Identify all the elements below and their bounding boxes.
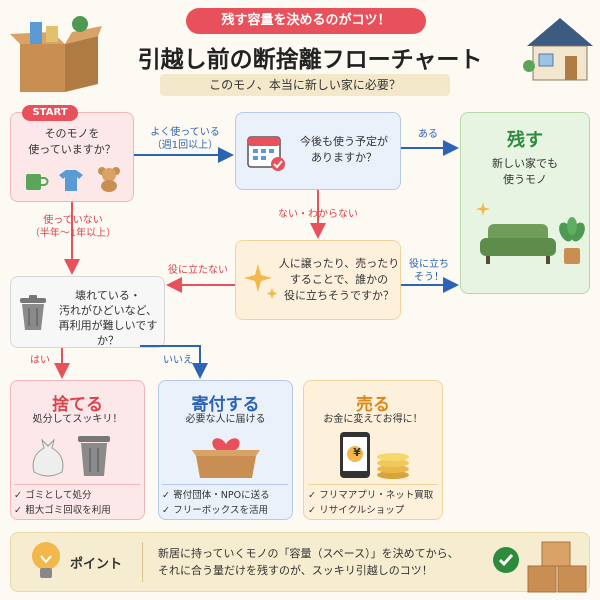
lightbulb-icon xyxy=(32,542,60,578)
teddy-bear-icon xyxy=(98,167,120,192)
label-plan-yes: ある xyxy=(418,129,438,140)
label-plan-no: ない・わからない xyxy=(278,209,358,220)
sell-options: フリマアプリ・ネット買取 リサイクルショップ xyxy=(308,484,438,518)
plant-icon xyxy=(559,217,585,264)
sparkle-icon xyxy=(244,264,278,299)
donate-option: 寄付団体・NPOに送る xyxy=(162,488,288,503)
check-circle-icon xyxy=(493,547,519,573)
coin-stack-icon xyxy=(377,453,409,479)
keep-description: 新しい家でも 使うモノ xyxy=(492,157,558,186)
throw-description: 処分してスッキリ！ xyxy=(32,414,123,425)
smartphone-icon xyxy=(340,432,370,478)
tshirt-icon xyxy=(59,170,83,191)
header-tagline: 残す容量を決めるのがコツ！ xyxy=(186,8,426,34)
sell-description: お金に変えてお得に！ xyxy=(323,414,423,425)
point-label: ポイント xyxy=(70,557,123,572)
label-no: いいえ xyxy=(163,355,193,366)
label-not-useful: 役に立たない xyxy=(168,265,228,276)
trash-bin-icon xyxy=(78,436,110,476)
sell-title: 売る xyxy=(356,395,390,415)
label-useful: 役に立ち そう！ xyxy=(409,259,449,283)
page-subtitle: このモノ、本当に新しい家に必要？ xyxy=(160,74,450,96)
start-tag: START xyxy=(22,105,78,121)
stacked-boxes-icon xyxy=(527,541,587,593)
donate-title: 寄付する xyxy=(191,395,260,415)
label-not-used: 使っていない （半年〜1年以上） xyxy=(29,215,117,239)
sell-option: リサイクルショップ xyxy=(308,503,438,518)
donate-description: 必要な人に届ける xyxy=(185,414,266,425)
calendar-icon xyxy=(247,136,285,171)
moving-box-icon xyxy=(10,16,102,92)
label-used: よく使っている （週1回以上） xyxy=(150,127,220,151)
useful-question: 人に譲ったり、売ったり することで、誰かの 役に立ちそうですか？ xyxy=(278,257,400,302)
keep-title: 残す xyxy=(507,130,543,151)
sell-option: フリマアプリ・ネット買取 xyxy=(308,488,438,503)
broken-question-box xyxy=(10,276,165,348)
throw-options: ゴミとして処分 粗大ゴミ回収を利用 xyxy=(14,484,140,518)
throw-title: 捨てる xyxy=(52,395,103,415)
label-yes: はい xyxy=(30,355,50,366)
start-question: そのモノを 使っていますか？ xyxy=(28,127,116,156)
garbage-bag-icon xyxy=(32,438,64,477)
yen-symbol: ¥ xyxy=(353,446,361,459)
throw-option: 粗大ゴミ回収を利用 xyxy=(14,503,140,518)
point-divider xyxy=(142,542,143,582)
arrow-no xyxy=(140,345,208,379)
broken-question: 壊れている・ 汚れがひどいなど、 再利用が難しいですか？ xyxy=(58,289,158,347)
house-icon xyxy=(523,18,593,81)
mug-icon xyxy=(26,174,49,190)
page-title: 引越し前の断捨離フローチャート xyxy=(137,47,483,73)
donate-options: 寄付団体・NPOに送る フリーボックスを活用 xyxy=(162,484,288,518)
donation-box-icon xyxy=(192,438,260,478)
point-text: 新居に持っていくモノの「容量（スペース）」を決めてから、 それに合う量だけを残す… xyxy=(158,547,459,577)
trash-can-icon xyxy=(20,295,46,330)
throw-option: ゴミとして処分 xyxy=(14,488,140,503)
sofa-icon xyxy=(480,224,556,264)
sparkle-icon xyxy=(476,202,490,216)
donate-option: フリーボックスを活用 xyxy=(162,503,288,518)
future-use-question: 今後も使う予定が ありますか？ xyxy=(300,135,388,164)
